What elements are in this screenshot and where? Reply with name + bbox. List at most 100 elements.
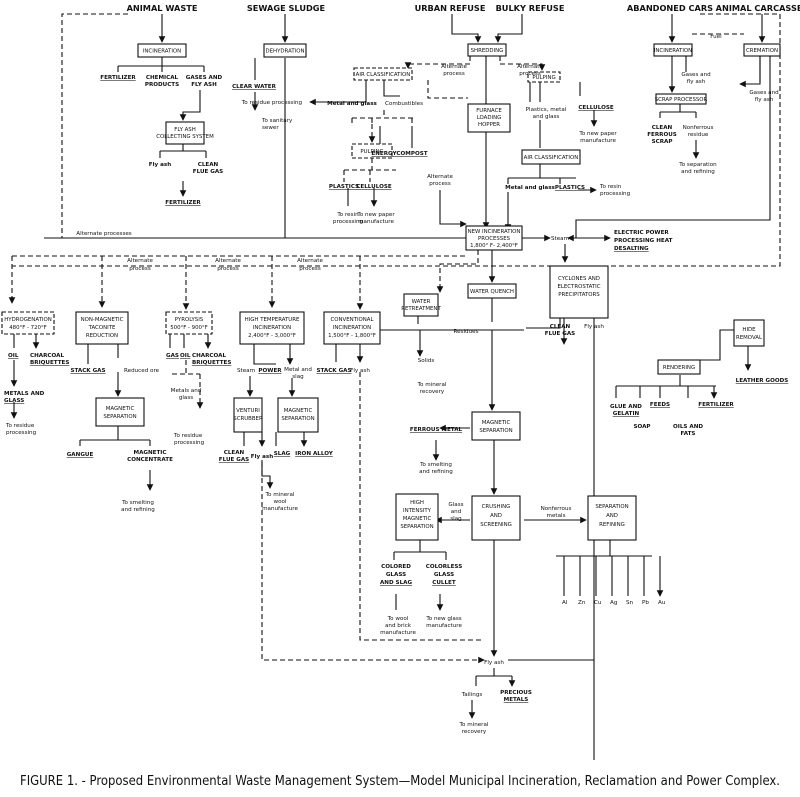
source-abandoned-cars: ABANDONED CARS <box>627 3 713 13</box>
gangue-label: GANGUE <box>67 452 94 458</box>
metal-au: Au <box>658 600 666 606</box>
fly-ash-label: Fly ash <box>149 162 171 168</box>
metal-sn: Sn <box>626 600 634 606</box>
shredding-box: SHREDDING <box>471 48 504 54</box>
source-urban-refuse: URBAN REFUSE <box>415 3 486 13</box>
metal-and-glass-label-2: Metal and glass <box>505 185 555 191</box>
fertilizer-label-2: FERTILIZER <box>165 200 201 206</box>
fly-ash-label-5: Fly ash <box>484 660 504 666</box>
stack-gas-label-2: STACK GAS <box>316 368 351 374</box>
steam-label: Steam <box>551 236 569 242</box>
metal-cu: Cu <box>594 600 602 606</box>
iron-alloy-label: IRON ALLOY <box>295 451 334 457</box>
fuel-label: Fuel <box>710 34 722 40</box>
fertilizer-label-3: FERTILIZER <box>698 402 734 408</box>
source-animal-carcasses: ANIMAL CARCASSES <box>716 3 800 13</box>
figure-caption: FIGURE 1. - Proposed Environmental Waste… <box>20 773 780 789</box>
air-classification-box: AIR CLASSIFICATION <box>356 72 411 78</box>
clear-water-label: CLEAR WATER <box>232 84 277 90</box>
leather-goods-label: LEATHER GOODS <box>736 378 789 384</box>
solids-label: Solids <box>418 358 435 364</box>
slag-label: SLAG <box>274 451 291 457</box>
combustibles-label: Combustibles <box>385 101 423 107</box>
alternate-processes-label: Alternate processes <box>76 231 132 237</box>
cremation-box: CREMATION <box>746 48 778 54</box>
fertilizer-label: FERTILIZER <box>100 75 136 81</box>
feeds-label: FEEDS <box>650 402 670 408</box>
steam-label-2: Steam <box>237 368 255 374</box>
source-sewage-sludge: SEWAGE SLUDGE <box>247 3 325 13</box>
cellulose-label: CELLULOSE <box>578 105 614 111</box>
power-label: POWER <box>258 368 282 374</box>
scrap-processor-box: SCRAP PROCESSOR <box>655 97 708 103</box>
source-bulky-refuse: BULKY REFUSE <box>496 3 565 13</box>
dehydration-box: DEHYDRATION <box>265 49 304 55</box>
cellulose-label-2: CELLULOSE <box>356 184 392 190</box>
plastics-label: PLASTICS <box>329 184 359 190</box>
compost-label: COMPOST <box>396 151 427 157</box>
plastics-label-2: PLASTICS <box>555 185 585 191</box>
source-animal-waste: ANIMAL WASTE <box>127 3 198 13</box>
soap-label: SOAP <box>633 424 650 430</box>
stack-gas-label: STACK GAS <box>70 368 105 374</box>
metal-and-glass-label: Metal and glass <box>327 101 377 107</box>
residues-label: Residues <box>454 329 479 335</box>
metal-pb: Pb <box>642 600 649 606</box>
metal-al: Al <box>562 600 568 606</box>
rendering-box: RENDERING <box>663 365 695 371</box>
incineration-cars-box: INCINERATION <box>654 48 692 54</box>
fly-ash-label-2: Fly ash <box>584 324 604 330</box>
tailings-label: Tailings <box>461 692 483 698</box>
